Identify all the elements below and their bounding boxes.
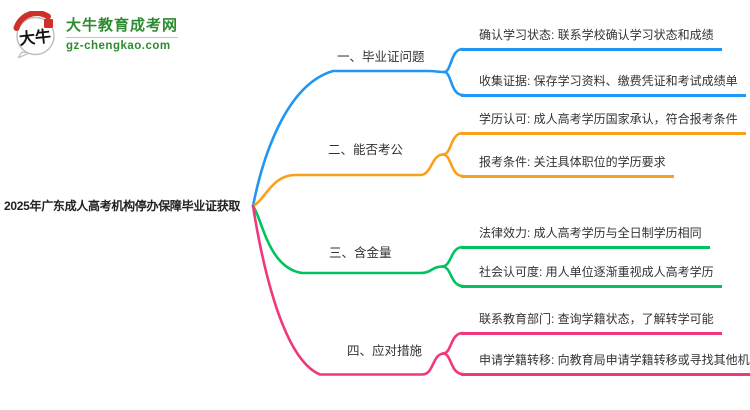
site-name: 大牛教育成考网 — [66, 16, 179, 34]
branch-4-fork-upper — [441, 331, 465, 355]
branch-1-curve — [251, 69, 446, 208]
branch-2-fork-lower — [441, 153, 465, 178]
logo-text-block: 大牛教育成考网 gz-chengkao.com — [66, 16, 179, 53]
branch-2-fork-upper — [441, 131, 465, 156]
root-node[interactable]: 2025年广东成人高考机构停办保障毕业证获取 — [4, 199, 241, 213]
site-logo[interactable]: 大牛 大牛教育成考网 gz-chengkao.com — [12, 11, 179, 58]
branch-3-fork-lower — [440, 265, 465, 288]
branch-node-4[interactable]: 四、应对措施 — [347, 344, 423, 358]
branch-node-3[interactable]: 三、含金量 — [329, 246, 392, 260]
leaf-node[interactable]: 报考条件: 关注具体职位的学历要求 — [461, 154, 674, 178]
speech-bubble-tail — [17, 51, 32, 58]
branch-4-curve — [251, 204, 445, 376]
red-seal-icon — [44, 19, 53, 28]
leaf-node[interactable]: 申请学籍转移: 向教育局申请学籍转移或寻找其他机构 — [461, 352, 750, 376]
leaf-node[interactable]: 联系教育部门: 查询学籍状态，了解转学可能 — [461, 311, 722, 335]
leaf-node[interactable]: 学历认可: 成人高考学历国家承认，符合报考条件 — [461, 111, 746, 135]
leaf-node[interactable]: 法律效力: 成人高考学历与全日制学历相同 — [461, 225, 710, 249]
daniu-logo-icon: 大牛 — [13, 11, 55, 58]
branch-2-curve — [251, 153, 445, 208]
branch-3-curve — [251, 204, 444, 275]
red-arc-icon — [13, 11, 51, 31]
leaf-node[interactable]: 确认学习状态: 联系学校确认学习状态和成绩 — [461, 27, 722, 51]
branch-node-1[interactable]: 一、毕业证问题 — [337, 50, 425, 64]
branch-node-2[interactable]: 二、能否考公 — [328, 143, 404, 157]
logo-characters: 大牛 — [18, 26, 52, 48]
site-url: gz-chengkao.com — [66, 39, 171, 52]
branch-1-fork-lower — [442, 70, 465, 97]
branch-4-fork-lower — [441, 352, 465, 376]
logo-divider — [66, 36, 179, 38]
leaf-node[interactable]: 社会认可度: 用人单位逐渐重视成人高考学历 — [461, 264, 722, 288]
leaf-node[interactable]: 收集证据: 保存学习资料、缴费凭证和考试成绩单 — [461, 73, 746, 97]
branch-1-fork-upper — [442, 47, 465, 74]
branch-3-fork-upper — [440, 245, 465, 268]
